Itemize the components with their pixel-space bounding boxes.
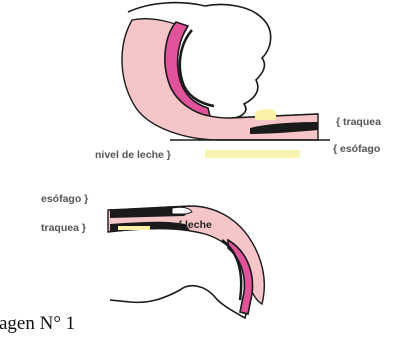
upright-pharynx-fill	[122, 19, 318, 140]
upright-milk-level	[205, 150, 300, 158]
label-bottom-esophagus: esófago }	[41, 193, 88, 205]
label-milk: { leche	[178, 219, 212, 231]
label-milk-level: nivel de leche }	[95, 149, 171, 161]
label-top-esophagus: { esófago	[333, 143, 380, 155]
figure-caption: agen N° 1	[0, 313, 75, 335]
upright-milk-pool	[255, 109, 276, 120]
label-bottom-trachea: traquea }	[41, 222, 86, 234]
upright-head-figure	[122, 3, 330, 158]
reclined-trachea-milk	[118, 226, 150, 230]
label-top-trachea: { traquea	[336, 116, 381, 128]
